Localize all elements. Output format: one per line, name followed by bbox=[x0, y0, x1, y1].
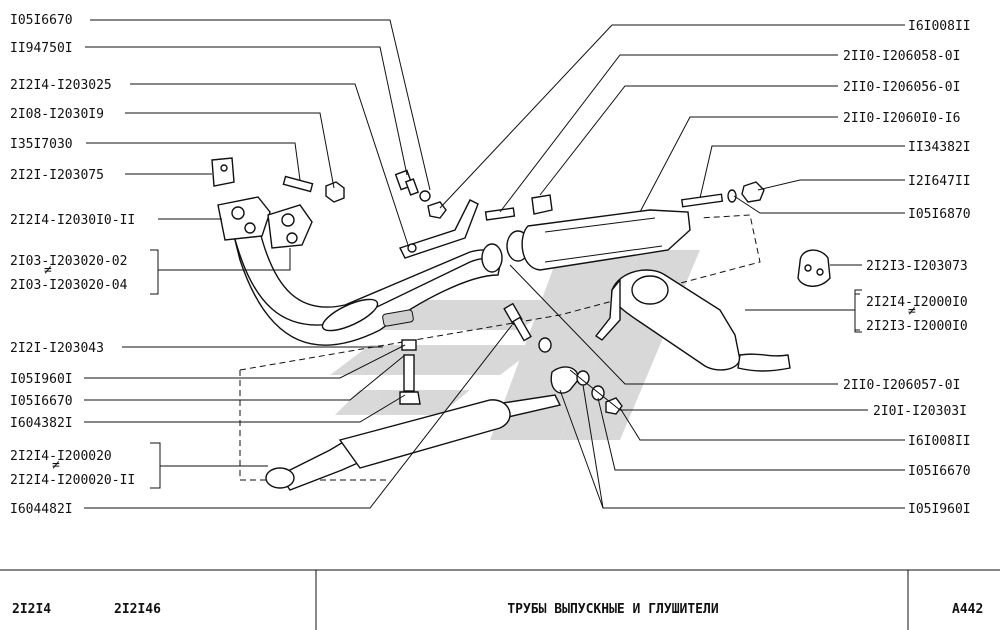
pipe-clamp bbox=[481, 230, 530, 273]
part-label: 2I2I4-I2000I0 bbox=[866, 295, 968, 310]
leader-lines-right bbox=[439, 24, 905, 509]
not-equal-mark: ≠ bbox=[908, 304, 916, 319]
part-label: 2II0-I206057-0I bbox=[843, 378, 960, 393]
part-label: II94750I bbox=[10, 41, 73, 56]
part-label: 2I2I4-I203025 bbox=[10, 78, 112, 93]
manifold-flange bbox=[217, 196, 271, 241]
part-label: I604482I bbox=[10, 502, 73, 517]
not-equal-mark: ≠ bbox=[52, 458, 60, 473]
part-label: 2I2I-I203043 bbox=[10, 341, 104, 356]
part-label: 2II0-I206058-0I bbox=[843, 49, 960, 64]
part-label: 2I2I4-I200020 bbox=[10, 449, 112, 464]
bolt-top bbox=[394, 169, 447, 219]
part-label: 2I0I-I20303I bbox=[873, 404, 967, 419]
sheet-title: ТРУБЫ ВЫПУСКНЫЕ И ГЛУШИТЕЛИ bbox=[507, 602, 718, 617]
not-equal-mark: ≠ bbox=[44, 263, 52, 278]
intermediate-pipe bbox=[265, 366, 579, 491]
part-label: 2I2I4-I2030I0-II bbox=[10, 213, 135, 228]
part-label: 2I08-I2030I9 bbox=[10, 107, 104, 122]
nut-left bbox=[325, 181, 345, 203]
model-code-2: 2I2I46 bbox=[114, 602, 161, 617]
part-label: I6I008II bbox=[908, 19, 971, 34]
part-numbers-left: I05I6670 II94750I 2I2I4-I203025 2I08-I20… bbox=[10, 13, 135, 517]
bolt-right bbox=[680, 181, 765, 208]
rubber-hanger bbox=[797, 249, 831, 287]
flange-gasket bbox=[267, 204, 313, 249]
catalytic-converter bbox=[484, 194, 691, 271]
sheet-code: A442 bbox=[952, 602, 983, 617]
part-label: II34382I bbox=[908, 140, 971, 155]
leader-lines-left bbox=[84, 19, 513, 509]
part-label: I05I6670 bbox=[10, 394, 73, 409]
front-exhaust-pipe bbox=[231, 227, 501, 346]
part-label: 2I2I-I203075 bbox=[10, 168, 104, 183]
title-block: 2I2I4 2I2I46 ТРУБЫ ВЫПУСКНЫЕ И ГЛУШИТЕЛИ… bbox=[0, 569, 1000, 630]
bracket-small bbox=[211, 157, 235, 187]
part-label: 2I2I3-I2000I0 bbox=[866, 319, 968, 334]
part-label: I05I6870 bbox=[908, 207, 971, 222]
label-brackets bbox=[854, 293, 860, 331]
hanger-bracket bbox=[399, 199, 479, 259]
part-label: 2I03-I203020-02 bbox=[10, 254, 127, 269]
part-label: 2I2I4-I200020-II bbox=[10, 473, 135, 488]
rear-muffler bbox=[594, 269, 791, 372]
stud bbox=[282, 175, 314, 193]
part-label: 2I2I3-I203073 bbox=[866, 259, 968, 274]
part-label: I604382I bbox=[10, 416, 73, 431]
bolt-lower bbox=[503, 302, 532, 342]
part-label: I05I960I bbox=[908, 502, 971, 517]
part-label: I6I008II bbox=[908, 434, 971, 449]
part-label: I05I6670 bbox=[908, 464, 971, 479]
part-label: 2II0-I2060I0-I6 bbox=[843, 111, 960, 126]
part-numbers-right: I6I008II 2II0-I206058-0I 2II0-I206056-0I… bbox=[843, 19, 971, 517]
part-label: I35I7030 bbox=[10, 137, 73, 152]
part-label: 2II0-I206056-0I bbox=[843, 80, 960, 95]
part-label: I05I960I bbox=[10, 372, 73, 387]
part-label: 2I03-I203020-04 bbox=[10, 278, 128, 293]
part-label: I05I6670 bbox=[10, 13, 73, 28]
part-label: I2I647II bbox=[908, 174, 971, 189]
assembly-guide-lines bbox=[239, 214, 761, 481]
model-code-1: 2I2I4 bbox=[12, 602, 51, 617]
